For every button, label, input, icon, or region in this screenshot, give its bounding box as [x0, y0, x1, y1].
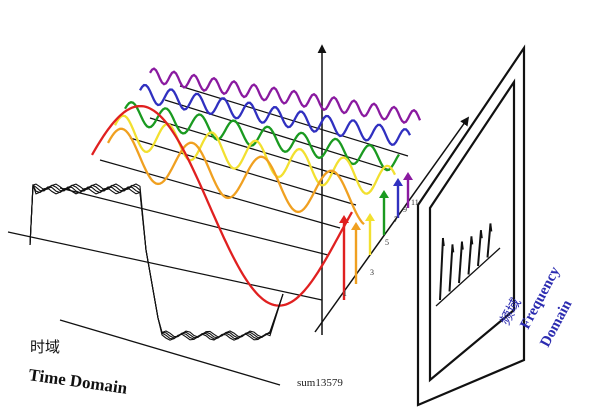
- amplitude-arrow-head: [351, 222, 361, 230]
- frequency-axis-arrow: [314, 116, 470, 333]
- tick-label-1: 1: [343, 289, 347, 298]
- time-domain-label-cjk: 时域: [30, 338, 60, 356]
- amplitude-arrow-head: [393, 178, 403, 186]
- rail-line: [164, 99, 391, 171]
- time-axis-baseline: [59, 319, 281, 386]
- harmonic-waves: [91, 67, 422, 307]
- sum-label: sum13579: [297, 377, 343, 389]
- tick-label-7: 7: [394, 215, 398, 224]
- harmonic-amplitude-arrows: [339, 172, 413, 300]
- spectrum-line-5: [458, 241, 463, 284]
- wave-harmonic-5: [113, 114, 397, 195]
- tick-label-9: 9: [403, 205, 407, 214]
- square-wave-trace: [29, 183, 284, 338]
- wave-harmonic-3: [106, 127, 365, 226]
- wave-harmonic-9: [139, 83, 412, 147]
- frequency-spectrum: [435, 223, 501, 307]
- wave-harmonic-1: [91, 104, 353, 307]
- frequency-domain-panel: [416, 44, 526, 407]
- frequency-domain-panel-inner: [428, 78, 516, 383]
- spectrum-baseline: [435, 247, 501, 307]
- square-wave-trace: [29, 183, 284, 339]
- amplitude-arrow-head: [365, 213, 375, 221]
- square-wave-sum: [29, 183, 284, 341]
- spectrum-line-11: [486, 223, 492, 258]
- spectrum-line-3: [448, 244, 454, 292]
- spectrum-tick: [489, 223, 493, 232]
- spectrum-tick: [470, 236, 474, 245]
- spectrum-line-1: [439, 237, 444, 301]
- spectrum-tick: [451, 244, 455, 253]
- rail-line: [99, 159, 341, 229]
- spectrum-tick: [442, 237, 445, 247]
- spectrum-tick: [461, 241, 464, 250]
- rail-line: [59, 187, 329, 256]
- wave-harmonic-11: [149, 67, 422, 124]
- spectrum-tick: [480, 230, 483, 239]
- tick-label-5: 5: [385, 238, 389, 247]
- rail-line: [7, 231, 323, 301]
- spectrum-line-9: [477, 230, 482, 267]
- rail-line: [129, 137, 357, 206]
- amplitude-arrow-head: [339, 215, 349, 223]
- wave-harmonic-7: [124, 100, 400, 172]
- amplitude-arrow-head: [403, 172, 413, 180]
- amplitude-arrow-head: [379, 190, 389, 198]
- tick-label-11: 11: [411, 198, 419, 207]
- spectrum-line-7: [467, 236, 473, 275]
- tick-label-3: 3: [370, 268, 374, 277]
- time-domain-label: Time Domain: [27, 365, 129, 398]
- square-wave-trace: [29, 184, 284, 340]
- square-wave-trace: [29, 184, 284, 341]
